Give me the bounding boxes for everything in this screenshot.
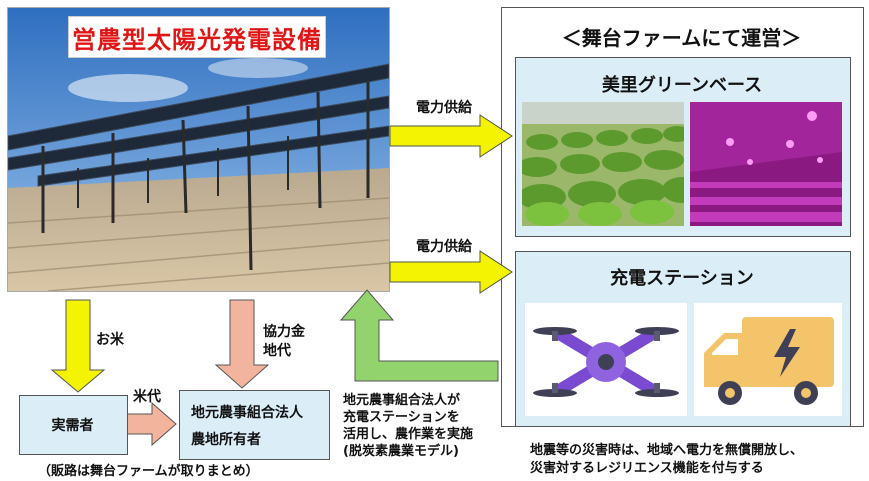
rice-payment-label: 米代: [133, 389, 161, 405]
land-rent-label: 地代: [263, 343, 291, 359]
charging-station-title: 充電ステーション: [610, 268, 754, 289]
land-owner-label: 農地所有者: [191, 432, 261, 448]
solar-facility-title: 営農型太陽光発電設備: [68, 16, 326, 58]
coop-usage-note-1: 地元農事組合法人が: [343, 393, 461, 408]
coop-usage-note-3: 活用し、農作業を実施: [343, 427, 474, 442]
local-coop-label: 地元農事組合法人: [191, 405, 303, 421]
operation-panel-title: ＜舞台ファームにて運営＞: [561, 26, 802, 50]
local-coop-box: [179, 390, 330, 460]
power-supply-arrow-1: [389, 114, 513, 158]
consumer-label: 実需者: [51, 418, 94, 434]
electric-truck-illustration: [694, 303, 842, 416]
coop-usage-arrow: [339, 289, 499, 382]
cooperation-money-arrow: [214, 299, 270, 389]
solar-panel-field-image: [8, 8, 389, 291]
sales-route-note: （販路は舞台ファームが取りまとめ）: [38, 464, 259, 479]
power-supply-label-1: 電力供給: [416, 100, 472, 116]
cooperation-money-label: 協力金: [263, 324, 305, 340]
disaster-note-line1: 地震等の災害時は、地域へ電力を無償開放し、: [530, 443, 804, 458]
coop-usage-note-4: (脱炭素農業モデル): [343, 444, 459, 459]
power-supply-arrow-2: [389, 250, 513, 294]
lettuce-photo: [522, 102, 684, 226]
greenhouse-title: 美里グリーンベース: [601, 75, 763, 96]
power-supply-label-2: 電力供給: [416, 239, 472, 255]
coop-usage-note-2: 充電ステーションを: [343, 410, 460, 425]
rice-arrow: [50, 299, 106, 393]
drone-illustration: [525, 303, 687, 416]
led-greenhouse-photo: [690, 102, 842, 226]
disaster-note-line2: 災害対するレジリエンス機能を付与する: [530, 461, 764, 476]
rice-payment-arrow: [126, 401, 177, 447]
rice-label: お米: [96, 332, 124, 348]
solar-sharing-photo: [7, 7, 390, 292]
consumer-box: [19, 395, 128, 455]
